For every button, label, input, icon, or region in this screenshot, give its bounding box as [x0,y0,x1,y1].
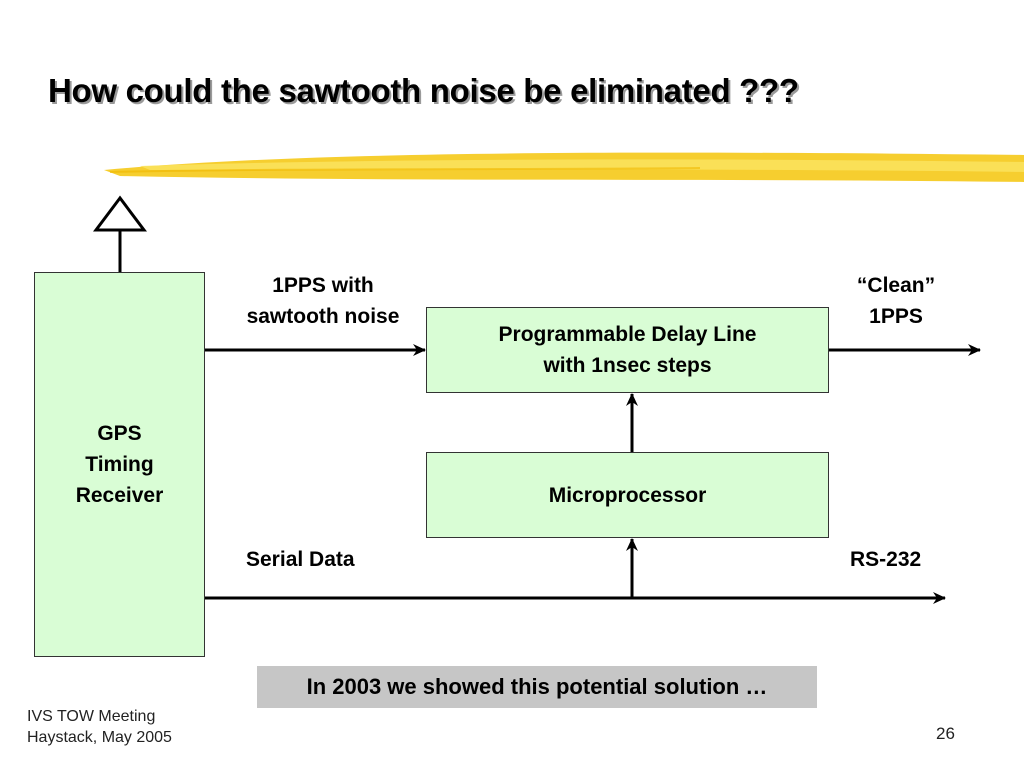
footer-location-date: Haystack, May 2005 [27,729,172,746]
pps-input-label: 1PPS with sawtooth noise [228,270,418,332]
pps-input-label-line2: sawtooth noise [246,305,400,328]
solution-note: In 2003 we showed this potential solutio… [257,666,817,708]
gps-label: GPS [97,422,142,445]
receiver-label: Receiver [75,484,164,507]
microprocessor-box: Microprocessor [426,452,829,538]
footer: IVS TOW Meeting Haystack, May 2005 [27,706,172,748]
clean-pps-label-line2: 1PPS [869,305,923,328]
gps-timing-receiver-box: GPS Timing Receiver [34,272,205,657]
page-number: 26 [936,724,955,743]
rs232-label: RS-232 [850,548,922,571]
antenna-icon [93,195,147,272]
delay-line-title: Programmable Delay Line [498,323,757,346]
footer-meeting: IVS TOW Meeting [27,708,156,725]
timing-label: Timing [85,453,154,476]
slide-title: How could the sawtooth noise be eliminat… [48,72,799,109]
pps-input-label-line1: 1PPS with [272,274,374,297]
clean-pps-label: “Clean” 1PPS [836,270,956,332]
serial-data-label: Serial Data [246,548,355,571]
programmable-delay-line-box: Programmable Delay Line with 1nsec steps [426,307,829,393]
microprocessor-label: Microprocessor [548,483,707,507]
delay-line-subtitle: with 1nsec steps [543,354,712,377]
clean-pps-label-line1: “Clean” [856,274,936,297]
highlight-brush-stroke [104,152,1024,182]
